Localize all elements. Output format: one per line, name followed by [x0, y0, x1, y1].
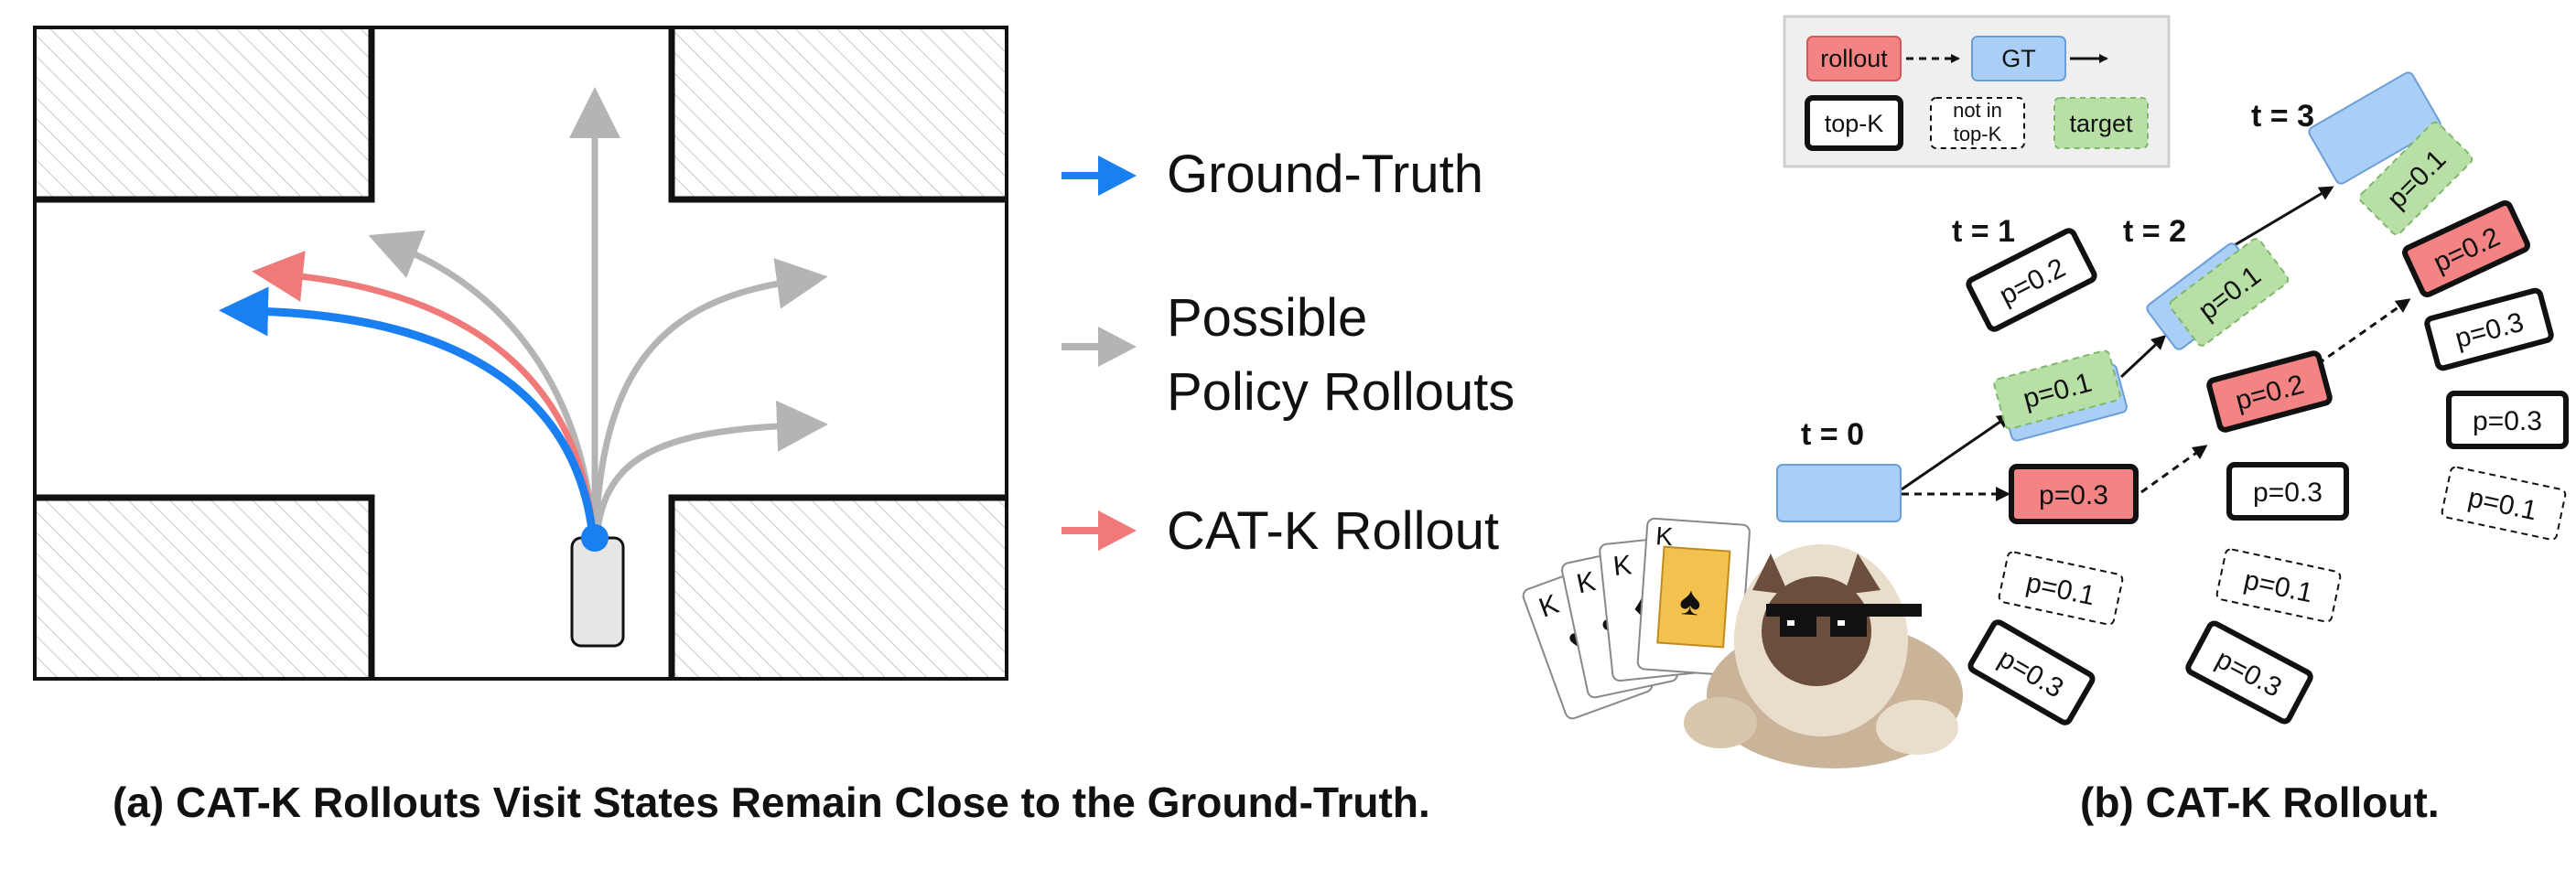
key-box: rollout GT top-K not in top-K target	[1783, 15, 2171, 168]
t3-notin-box: p=0.1	[2441, 466, 2567, 541]
t1-notin-box: p=0.1	[1998, 551, 2124, 626]
block-bottom-right	[672, 498, 1005, 677]
t3-target-box: p=0.1	[2358, 121, 2474, 236]
time-label-t2: t = 2	[2123, 214, 2186, 249]
legend-ground-truth: Ground-Truth	[1167, 145, 1483, 204]
t3-topk-box-2: p=0.3	[2446, 391, 2569, 449]
t3-rollout-box: p=0.2	[2402, 199, 2530, 298]
t1-prob-top: p=0.2	[1966, 228, 2097, 332]
block-top-left	[37, 29, 372, 199]
key-rollout-label: rollout	[1820, 45, 1888, 72]
key-notin-swatch	[1930, 97, 2025, 149]
playing-cards-illustration: K ♥ K ♣ K ♦ K ♠	[1522, 517, 1751, 720]
t2-prob-bottom: p=0.3	[2185, 620, 2313, 725]
legend-possible-line1: Possible	[1167, 288, 1367, 348]
curb-top-right	[668, 29, 1005, 203]
block-top-right	[672, 29, 1005, 199]
edge-rollout2-to-rollout3	[2296, 298, 2411, 381]
curb-bottom-left	[37, 494, 375, 677]
legend-possible-line2: Policy Rollouts	[1167, 362, 1514, 422]
t2-topk-label: p=0.3	[2253, 478, 2323, 508]
curb-bottom-right	[668, 494, 1005, 677]
vehicle	[570, 536, 625, 648]
edge-gt1-to-gt2	[2119, 334, 2167, 379]
time-label-t3: t = 3	[2251, 99, 2314, 134]
key-notin-label-2: top-K	[1954, 123, 2002, 145]
t1-rollout-box: p=0.3	[2009, 464, 2139, 524]
svg-text:K: K	[1611, 550, 1633, 582]
curb-top-left	[37, 29, 375, 203]
key-rollout-swatch	[1806, 36, 1902, 81]
t1-prob-bottom: p=0.3	[1967, 619, 2096, 725]
cat-illustration	[1684, 544, 1963, 768]
edge-rollout1-to-rollout2	[2140, 445, 2208, 494]
ground-truth-path	[219, 286, 599, 573]
key-gt-swatch	[1971, 36, 2066, 81]
t3-topk-label-2: p=0.3	[2473, 406, 2542, 436]
caption-b: (b) CAT-K Rollout.	[2080, 779, 2440, 826]
key-notin-label-1: not in	[1953, 99, 2002, 122]
legend-catk-arrowhead	[1098, 510, 1137, 551]
t2-notin-box: p=0.1	[2215, 548, 2342, 623]
intersection-diagram	[33, 26, 1008, 681]
key-topk-swatch	[1805, 95, 1903, 151]
t2-topk-box: p=0.3	[2226, 462, 2349, 521]
key-target-swatch	[2053, 97, 2149, 149]
t1-target-box: p=0.1	[1993, 349, 2121, 430]
t3-topk-box-1: p=0.3	[2424, 287, 2554, 371]
t3-gt-box	[2308, 71, 2441, 185]
svg-text:K: K	[1654, 521, 1674, 551]
key-topk-label: top-K	[1825, 110, 1884, 137]
block-bottom-left	[37, 498, 372, 677]
legend-gt-arrowhead	[1098, 156, 1137, 196]
edge-gt2-to-gt3	[2223, 186, 2334, 253]
caption-a: (a) CAT-K Rollouts Visit States Remain C…	[113, 779, 1430, 826]
key-gt-label: GT	[2001, 45, 2036, 72]
key-target-label: target	[2069, 110, 2133, 137]
vehicle-start-dot	[581, 524, 609, 552]
svg-text:♠: ♠	[1678, 578, 1703, 625]
legend-catk-rollout: CAT-K Rollout	[1167, 501, 1499, 561]
gt-box-t0	[1776, 464, 1902, 522]
time-label-t0: t = 0	[1801, 417, 1864, 452]
left-legend: Ground-Truth Possible Policy Rollouts CA…	[1062, 145, 1514, 561]
edge-t0-to-gt1	[1901, 414, 2012, 491]
t1-rollout-label: p=0.3	[2039, 480, 2108, 510]
time-label-t1: t = 1	[1952, 214, 2015, 249]
rollout-right-up	[591, 258, 828, 573]
pixel-sunglasses	[1766, 604, 1922, 637]
legend-possible-arrowhead	[1098, 327, 1137, 367]
t2-rollout-box: p=0.2	[2206, 350, 2333, 433]
